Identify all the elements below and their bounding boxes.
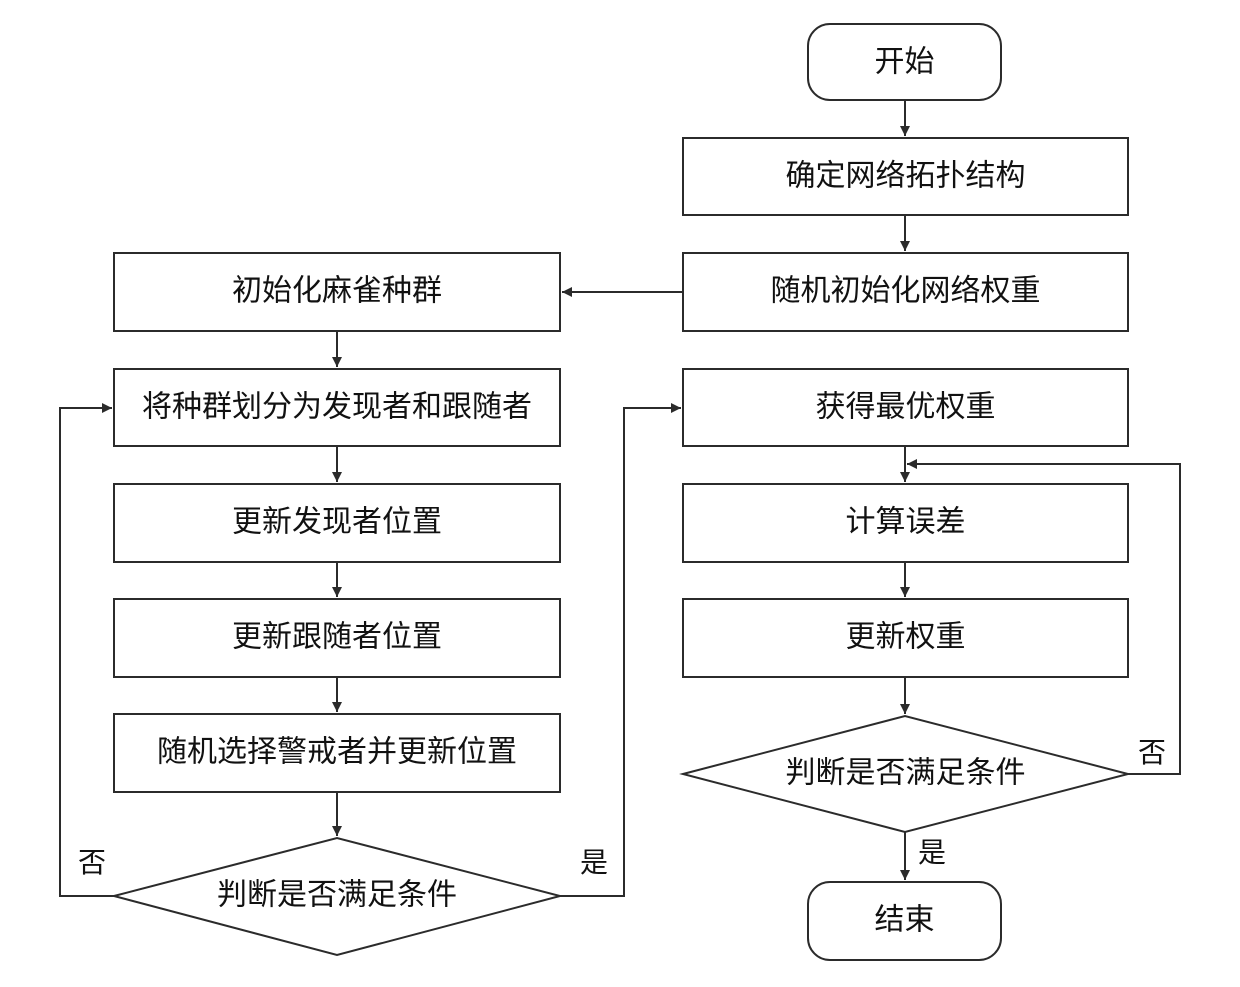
left-yes-label: 是 [580, 846, 608, 879]
edge-checkright-no-loop [907, 459, 1181, 775]
check-left-node: 判断是否满足条件 [110, 836, 564, 957]
edge-checkleft-no-loop [59, 403, 114, 897]
update-weights-label: 更新权重 [846, 620, 966, 655]
determine-topology-label: 确定网络拓扑结构 [786, 159, 1026, 194]
init-population-node: 初始化麻雀种群 [113, 252, 561, 332]
right-yes-label: 是 [918, 836, 946, 869]
determine-topology-node: 确定网络拓扑结构 [682, 137, 1129, 216]
update-discoverer-label: 更新发现者位置 [232, 505, 442, 540]
init-population-label: 初始化麻雀种群 [232, 274, 442, 309]
edge-checkleft-yes [560, 403, 681, 897]
update-follower-label: 更新跟随者位置 [232, 620, 442, 655]
split-population-label: 将种群划分为发现者和跟随者 [142, 390, 532, 425]
update-weights-node: 更新权重 [682, 598, 1129, 678]
update-follower-node: 更新跟随者位置 [113, 598, 561, 678]
get-optimal-weights-node: 获得最优权重 [682, 368, 1129, 447]
left-no-label: 否 [78, 846, 106, 879]
check-left-label: 判断是否满足条件 [217, 878, 457, 913]
get-optimal-weights-label: 获得最优权重 [816, 390, 996, 425]
update-discoverer-node: 更新发现者位置 [113, 483, 561, 563]
random-init-weights-node: 随机初始化网络权重 [682, 252, 1129, 332]
check-right-label: 判断是否满足条件 [786, 756, 1026, 791]
start-node: 开始 [807, 23, 1002, 101]
check-right-node: 判断是否满足条件 [679, 714, 1132, 834]
compute-error-label: 计算误差 [846, 505, 966, 540]
select-guard-label: 随机选择警戒者并更新位置 [157, 735, 517, 770]
end-label: 结束 [875, 903, 935, 938]
random-init-weights-label: 随机初始化网络权重 [771, 274, 1041, 309]
split-population-node: 将种群划分为发现者和跟随者 [113, 368, 561, 447]
start-label: 开始 [875, 45, 935, 80]
compute-error-node: 计算误差 [682, 483, 1129, 563]
select-guard-node: 随机选择警戒者并更新位置 [113, 713, 561, 793]
end-node: 结束 [807, 881, 1002, 961]
right-no-label: 否 [1138, 736, 1166, 769]
